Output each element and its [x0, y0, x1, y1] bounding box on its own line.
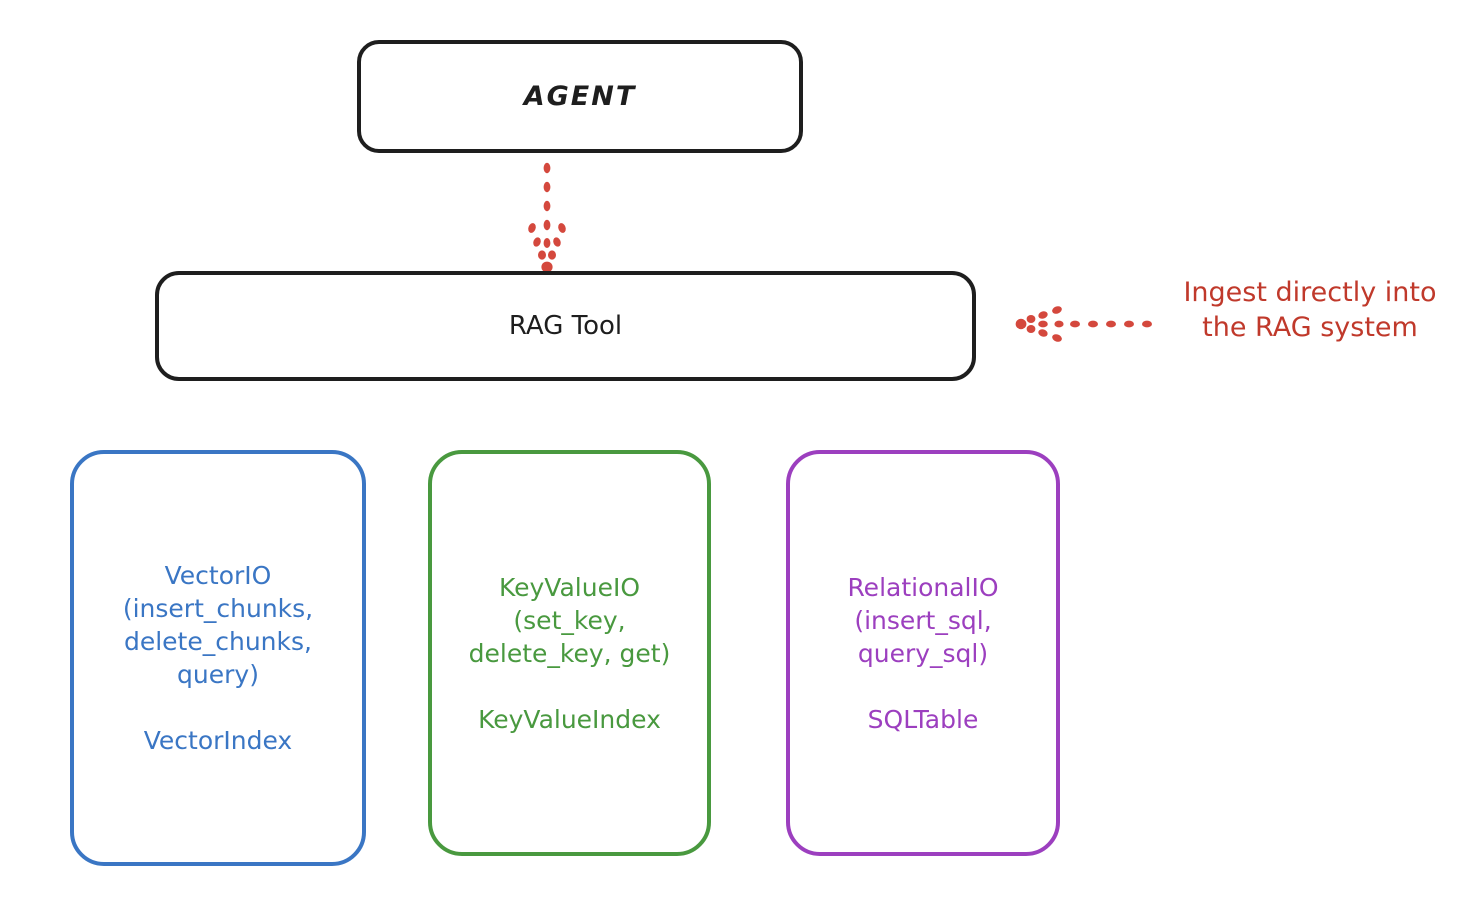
relationalio-node[interactable]: RelationalIO (insert_sql, query_sql) SQL…	[786, 450, 1060, 856]
rag-tool-node[interactable]: RAG Tool	[155, 271, 976, 381]
relationalio-node-label: RelationalIO (insert_sql, query_sql) SQL…	[847, 572, 999, 734]
vectorio-node[interactable]: VectorIO (insert_chunks, delete_chunks, …	[70, 450, 366, 866]
agent-node-label: AGENT	[523, 80, 637, 112]
dotted-arrow-left-icon	[1015, 306, 1152, 342]
agent-node[interactable]: AGENT	[357, 40, 803, 153]
rag-tool-node-label: RAG Tool	[508, 310, 623, 341]
keyvalueio-node-label: KeyValueIO (set_key, delete_key, get) Ke…	[468, 572, 671, 734]
dotted-arrow-down-icon	[528, 162, 566, 273]
vectorio-node-label: VectorIO (insert_chunks, delete_chunks, …	[122, 561, 314, 755]
keyvalueio-node[interactable]: KeyValueIO (set_key, delete_key, get) Ke…	[428, 450, 711, 856]
ingest-annotation-text: Ingest directly into the RAG system	[1183, 277, 1437, 343]
